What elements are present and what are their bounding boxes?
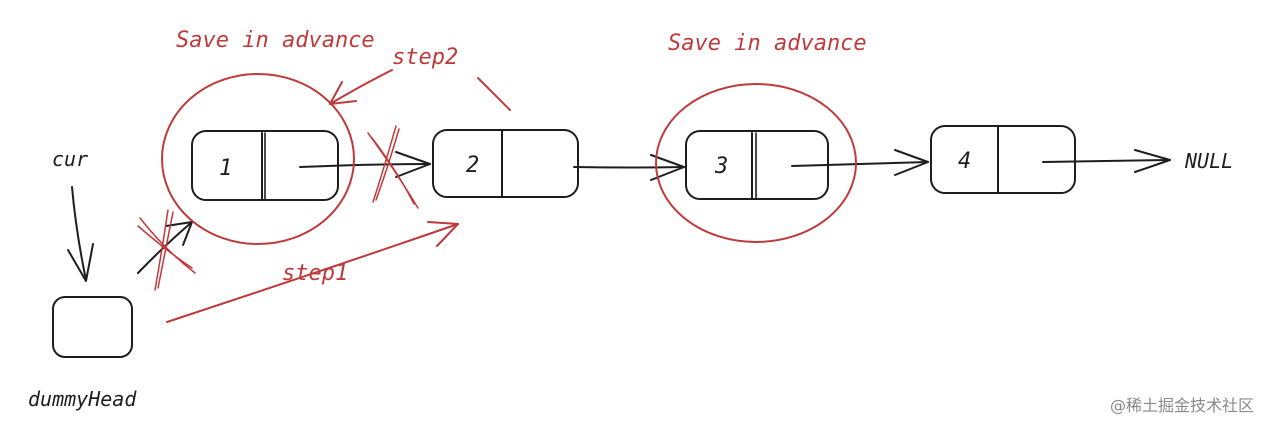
- node-4-value: 4: [958, 149, 971, 174]
- null-label: NULL: [1184, 149, 1233, 173]
- dummy-head-node: [52, 296, 133, 358]
- node-2-value: 2: [466, 153, 479, 178]
- dummy-head-label: dummyHead: [28, 387, 137, 411]
- watermark: @稀土掘金技术社区: [1110, 396, 1254, 415]
- save-circle-node1: [161, 73, 355, 245]
- step2-arrow: [329, 69, 511, 111]
- step1-arrow: [166, 221, 459, 323]
- cur-arrow: [67, 186, 94, 282]
- arrow-node3-to-node4: [791, 149, 929, 176]
- save-in-advance-label-1: Save in advance: [176, 28, 375, 53]
- node-3-value: 3: [714, 154, 728, 179]
- list-node-2: 2: [432, 129, 579, 198]
- list-node-4: 4: [930, 125, 1076, 194]
- step2-label: step2: [392, 45, 458, 70]
- cur-label: cur: [52, 147, 88, 171]
- cross-mark-dummy-link: [137, 209, 196, 291]
- arrow-node4-to-null: [1042, 149, 1171, 173]
- node-1-value: 1: [219, 156, 232, 181]
- arrow-node1-to-node2: [299, 151, 431, 178]
- arrow-node2-to-node3: [573, 154, 685, 181]
- list-node-3: 3: [685, 130, 829, 200]
- save-circle-node3: [655, 83, 857, 243]
- save-in-advance-label-2: Save in advance: [668, 31, 867, 56]
- cross-mark-node1-link: [367, 125, 419, 209]
